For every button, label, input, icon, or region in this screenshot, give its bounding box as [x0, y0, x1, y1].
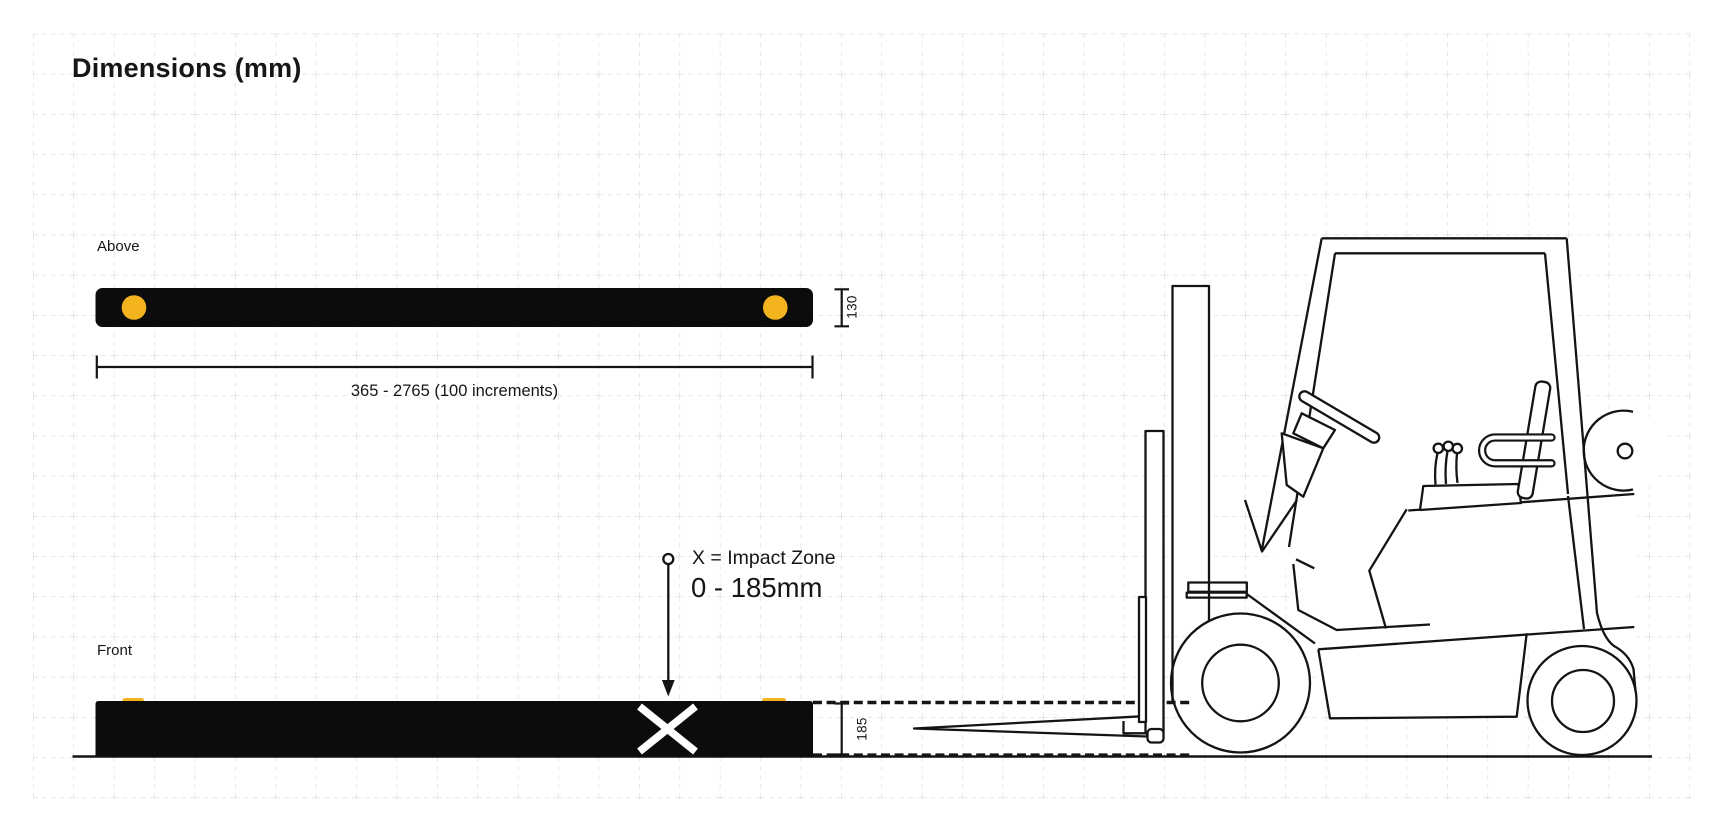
front-fender: [1243, 499, 1298, 553]
overhead-guard: [1260, 237, 1637, 692]
dim-bracket-130: [834, 288, 849, 328]
above-bar-left-dot: [121, 295, 147, 320]
control-levers: [1432, 440, 1464, 485]
page-title: Dimensions (mm): [72, 53, 302, 83]
front-bar: [95, 701, 813, 757]
rear-tank-hub: [1616, 442, 1634, 460]
forklift-drawing: [813, 237, 1667, 758]
impact-arrow-head: [661, 680, 675, 697]
above-view-label: Above: [97, 238, 140, 255]
mast-bar: [1171, 284, 1211, 701]
seat: [1418, 380, 1556, 512]
height-dimension-185: 185: [854, 717, 870, 741]
impact-annotation: [661, 552, 675, 697]
impact-zone-legend: X = Impact Zone: [692, 547, 836, 569]
dimension-lines: [95, 288, 849, 756]
length-dimension-text: 365 - 2765 (100 increments): [350, 382, 559, 400]
impact-x-marker: [637, 703, 698, 755]
above-bar-right-dot: [763, 295, 788, 320]
above-bar: [95, 288, 813, 327]
front-view-bar: [95, 698, 813, 757]
fork-assembly: [912, 429, 1316, 744]
front-view-label: Front: [97, 642, 133, 659]
impact-zone-range: 0 - 185mm: [691, 572, 823, 603]
above-view-bar: [95, 288, 813, 327]
height-dimension-130: 130: [844, 295, 860, 319]
height-reference-dashes: [813, 700, 1193, 758]
impact-origin-circle: [662, 552, 675, 566]
dim-line-365: [95, 355, 814, 379]
forklift-silhouette-mask: [1171, 238, 1667, 755]
steering: [1280, 390, 1381, 498]
wheels: [1169, 612, 1638, 757]
rear-tank-circle: [1582, 409, 1634, 492]
